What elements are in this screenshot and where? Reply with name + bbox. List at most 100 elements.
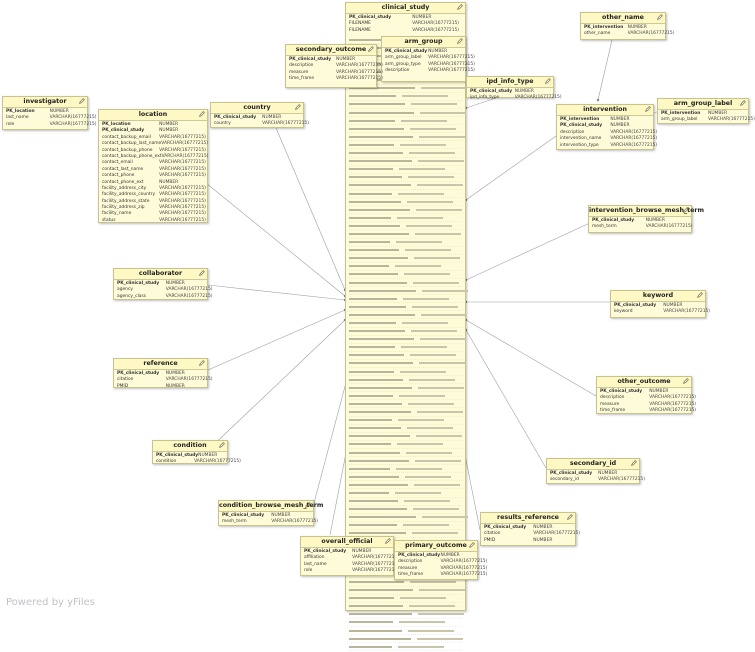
edit-pencil-icon[interactable] [199,111,205,117]
edit-pencil-icon[interactable] [657,14,663,20]
edit-pencil-icon[interactable] [199,270,205,276]
edit-pencil-icon[interactable] [457,38,463,44]
edit-pencil-icon[interactable] [368,46,374,52]
edit-pencil-icon[interactable] [457,4,463,10]
edit-pencil-icon[interactable] [631,460,637,466]
edit-pencil-icon[interactable] [305,502,311,508]
edit-pencil-icon[interactable] [697,292,703,298]
edit-pencil-icon[interactable] [645,106,651,112]
edit-pencil-icon[interactable] [683,378,689,384]
edit-pencil-icon[interactable] [683,207,689,213]
edit-pencil-icon[interactable] [740,100,746,106]
edit-pencil-icon[interactable] [567,514,573,520]
edit-pencil-icon[interactable] [199,360,205,366]
edit-pencil-icon[interactable] [545,78,551,84]
edit-pencil-icon[interactable] [295,104,301,110]
edit-pencil-icon[interactable] [469,542,475,548]
edit-pencil-icon[interactable] [79,98,85,104]
